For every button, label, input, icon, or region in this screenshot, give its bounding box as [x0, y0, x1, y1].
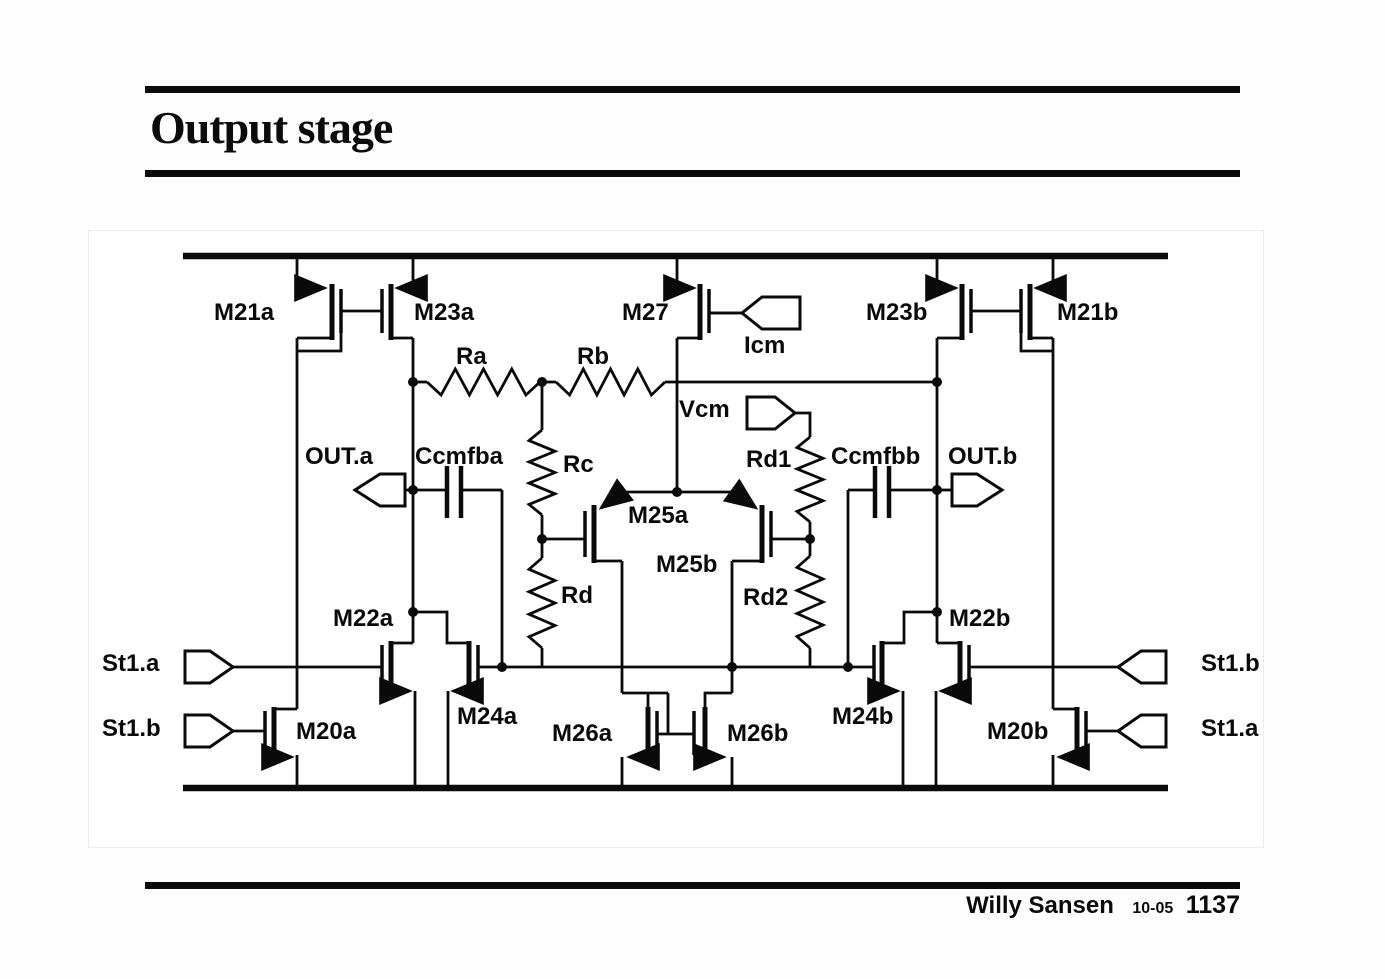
- label-m22b: M22b: [949, 605, 1011, 632]
- port-flag-st1b-right: [1115, 649, 1168, 685]
- label-m26b: M26b: [727, 720, 789, 747]
- transistor-m21b: [1019, 256, 1067, 709]
- label-out-a: OUT.a: [305, 443, 374, 470]
- junction-dots: [408, 377, 942, 672]
- label-m25b: M25b: [656, 551, 718, 578]
- resistor-rd: [525, 539, 559, 667]
- label-icm: Icm: [744, 332, 786, 359]
- transistor-m20a: [233, 707, 299, 788]
- transistor-m22b: [934, 641, 972, 788]
- label-st1a-left: St1.a: [102, 650, 160, 677]
- port-flag-st1b-left: [183, 713, 236, 749]
- label-st1a-right: St1.a: [1201, 715, 1259, 742]
- transistor-m25a: [542, 478, 677, 693]
- label-m26a: M26a: [552, 720, 613, 747]
- label-m25a: M25a: [628, 502, 689, 529]
- label-ccmfbb: Ccmfbb: [831, 443, 921, 470]
- label-m23a: M23a: [414, 299, 475, 326]
- label-rd: Rd: [561, 582, 593, 609]
- label-out-b: OUT.b: [948, 443, 1018, 470]
- transistor-m25b: [677, 478, 810, 667]
- label-m20a: M20a: [296, 718, 357, 745]
- transistor-m21a: [294, 256, 343, 709]
- label-rd2: Rd2: [743, 584, 789, 611]
- label-rc: Rc: [563, 451, 594, 478]
- port-flag-st1a-left: [183, 649, 236, 685]
- transistor-m24a: [413, 610, 484, 788]
- capacitor-ccmfba: [413, 466, 504, 667]
- label-m24b: M24b: [832, 703, 894, 730]
- port-flag-st1a-right: [1115, 713, 1168, 749]
- label-ra: Ra: [456, 343, 487, 370]
- label-rb: Rb: [577, 343, 609, 370]
- transistor-m27: [663, 256, 742, 492]
- port-flag-out-a: [352, 472, 407, 508]
- label-m24a: M24a: [457, 703, 518, 730]
- label-st1b-left: St1.b: [102, 715, 161, 742]
- label-m21a: M21a: [214, 299, 275, 326]
- footer-page-number: 1137: [1185, 891, 1240, 919]
- label-m20b: M20b: [987, 718, 1049, 745]
- transistor-m20b: [1051, 707, 1118, 788]
- label-vcm: Vcm: [679, 396, 730, 423]
- page-title: Output stage: [150, 102, 393, 153]
- resistor-rc: [525, 382, 559, 539]
- label-rd1: Rd1: [746, 446, 792, 473]
- label-st1b-right: St1.b: [1201, 650, 1260, 677]
- label-m27: M27: [622, 299, 669, 326]
- transistor-m22a: [379, 641, 417, 788]
- footer: Willy Sansen 10-05 1137: [0, 891, 1240, 920]
- footer-date: 10-05: [1132, 900, 1174, 917]
- vcm-wire: [795, 411, 812, 437]
- title-top-rule: [145, 86, 1240, 93]
- transistor-m24b: [867, 610, 937, 788]
- resistor-rd1: [793, 435, 827, 539]
- footer-author: Willy Sansen: [966, 892, 1114, 919]
- port-flag-icm: [739, 295, 802, 331]
- label-ccmfba: Ccmfba: [415, 443, 504, 470]
- capacitor-ccmfbb: [846, 466, 937, 667]
- label-m23b: M23b: [866, 299, 928, 326]
- port-flag-vcm: [745, 395, 798, 431]
- label-m22a: M22a: [333, 605, 394, 632]
- resistor-ra: [413, 366, 541, 398]
- resistor-rb: [542, 365, 937, 399]
- title-bottom-rule: [145, 170, 1240, 177]
- footer-rule: [145, 882, 1240, 889]
- resistor-rd2: [793, 539, 827, 667]
- port-flag-out-b: [950, 472, 1005, 508]
- label-m21b: M21b: [1057, 299, 1119, 326]
- transistor-m26a: [620, 691, 694, 788]
